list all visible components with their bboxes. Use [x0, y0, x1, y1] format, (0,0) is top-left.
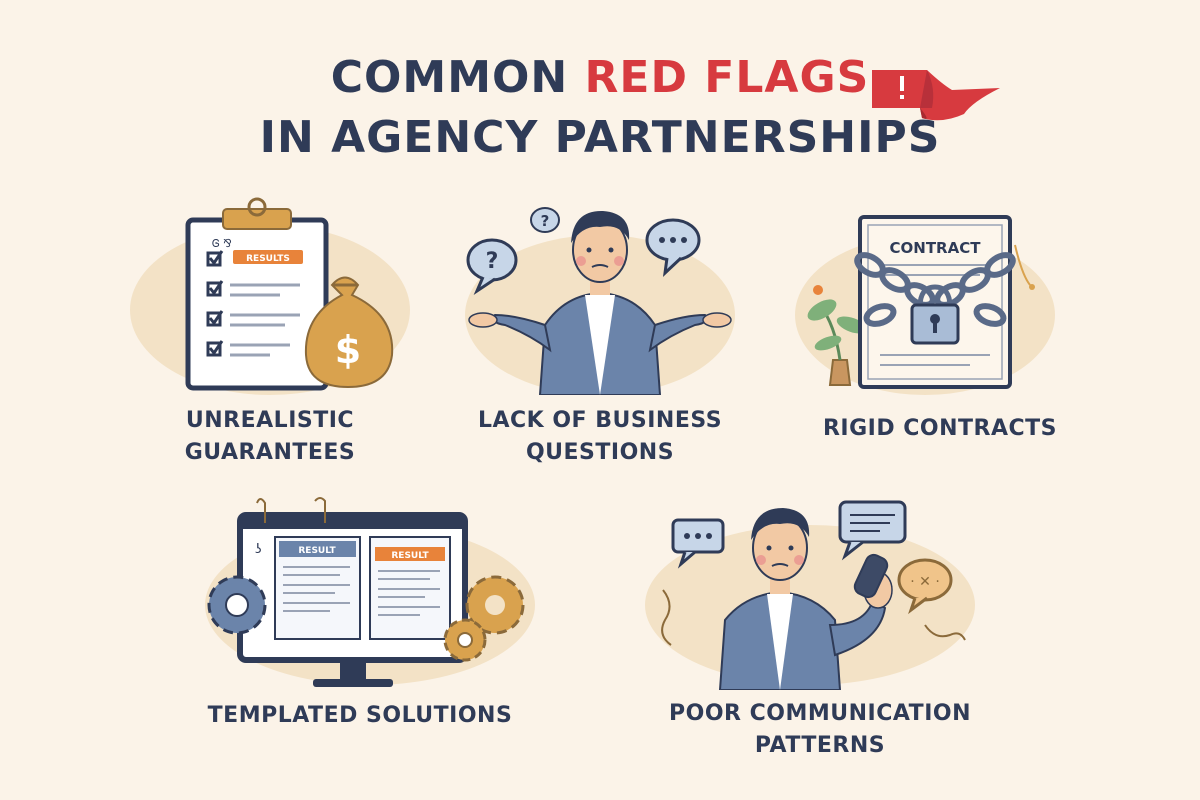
caption-line: TEMPLATED SOLUTIONS — [207, 703, 513, 728]
contract-label: CONTRACT — [890, 239, 982, 257]
result-label-1: RESULT — [298, 546, 336, 556]
svg-text:· ✕ ·: · ✕ · — [910, 574, 940, 590]
results-label: RESULTS — [246, 254, 290, 264]
padlock-icon — [910, 284, 960, 345]
monitor-templates-icon: ʖ RESULT RESULT — [205, 497, 535, 687]
confused-person-icon: ? ? — [465, 207, 735, 395]
caption-unrealistic-guarantees: UNREALISTIC GUARANTEES — [120, 405, 420, 469]
caption-lack-of-business-questions: LACK OF BUSINESS QUESTIONS — [455, 405, 745, 469]
svg-text:Ꮆ ⅋: Ꮆ ⅋ — [212, 237, 232, 250]
ellipsis-bubble-icon — [671, 518, 725, 569]
chained-contract-icon: CONTRACT — [795, 215, 1055, 395]
question-bubble-icon: ? — [466, 238, 518, 296]
svg-text:ʖ: ʖ — [255, 542, 262, 557]
page-title-line-1: COMMON RED FLAGS — [0, 52, 1200, 103]
clipboard-money-bag-icon: Ꮆ ⅋ RESULTS $ — [130, 197, 410, 395]
caption-poor-communication-patterns: POOR COMMUNICATION PATTERNS — [635, 698, 1005, 762]
ellipsis-bubble-icon — [645, 218, 701, 277]
plant-icon — [807, 285, 868, 386]
svg-text:$: $ — [335, 328, 361, 372]
gear-icon-left — [207, 575, 267, 635]
caption-line: UNREALISTIC GUARANTEES — [184, 408, 356, 465]
gear-icon-small — [443, 618, 487, 662]
text-bubble-icon — [838, 500, 907, 561]
caption-line: LACK OF BUSINESS QUESTIONS — [477, 408, 723, 465]
svg-text:?: ? — [486, 249, 499, 274]
caption-templated-solutions: TEMPLATED SOLUTIONS — [195, 700, 525, 732]
gear-icon-right — [465, 575, 525, 635]
confused-bubble-icon: · ✕ · — [897, 558, 953, 615]
caption-line: RIGID CONTRACTS — [822, 416, 1058, 441]
person-phone-icon: · ✕ · — [645, 500, 975, 690]
caption-line: POOR COMMUNICATION PATTERNS — [669, 701, 971, 758]
title-accent: RED FLAGS — [584, 52, 870, 103]
svg-text:?: ? — [541, 212, 550, 230]
question-bubble-small-icon: ? — [530, 207, 560, 233]
phone-icon — [853, 553, 889, 599]
title-part1: COMMON — [330, 52, 585, 103]
page-title-line-2: IN AGENCY PARTNERSHIPS — [259, 112, 941, 163]
result-label-2: RESULT — [391, 551, 429, 561]
caption-rigid-contracts: RIGID CONTRACTS — [790, 413, 1090, 445]
red-flag-icon — [872, 70, 1000, 121]
